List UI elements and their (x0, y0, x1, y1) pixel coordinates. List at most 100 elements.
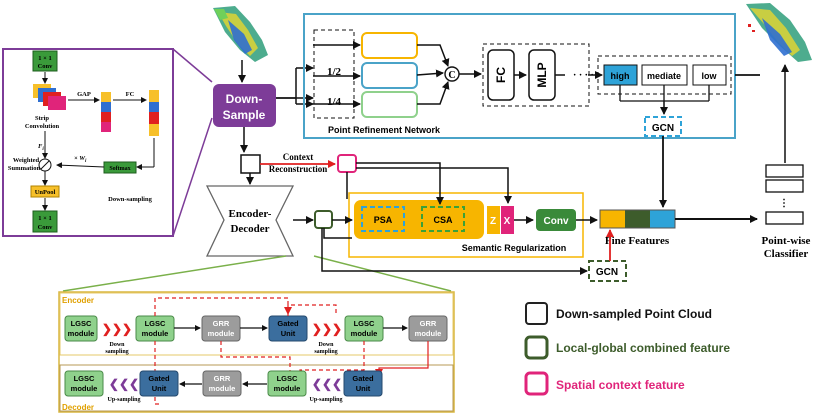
strip-conv-sub: Convolution (25, 123, 60, 130)
context-label: Context (283, 152, 314, 162)
conv-top-sub: Conv (38, 63, 54, 70)
encoder-decoder-shape (205, 185, 295, 257)
svg-text:LGSC: LGSC (74, 374, 95, 383)
concat-label: C (448, 70, 455, 81)
conv-bottom-sub: Conv (38, 224, 54, 231)
unpool-box (30, 185, 60, 198)
svg-text:LGSC: LGSC (145, 319, 166, 328)
svg-text:LGSC: LGSC (354, 319, 375, 328)
fine-feature-seg-1 (600, 210, 625, 228)
context-sub: Reconstruction (269, 164, 328, 174)
low-label: low (702, 71, 718, 81)
gcn-bottom-label: GCN (596, 267, 618, 278)
mediate-label: mediate (647, 71, 681, 81)
fine-feature-seg-2 (625, 210, 650, 228)
semantic-title: Semantic Regularization (462, 243, 567, 253)
dec-gated-2: Gated Unit (139, 370, 179, 397)
legend: Down-sampled Point Cloud Local-global co… (524, 302, 730, 396)
dec-gated-1: Gated Unit (343, 370, 383, 397)
enc-down-arrows-2: ❯❯❯ (312, 322, 342, 337)
svg-text:LGSC: LGSC (71, 319, 92, 328)
psa-box (361, 206, 405, 232)
enc-lgsc-2: LGSC module (135, 315, 175, 342)
svg-text:⋮: ⋮ (779, 198, 789, 209)
output-point-cloud-image (746, 3, 812, 62)
down-sampled-point-box (240, 154, 261, 174)
svg-text:GRR: GRR (214, 374, 231, 383)
dec-grr-3: GRR module (202, 370, 242, 397)
encoder-decoder-sub: Decoder (230, 223, 269, 235)
enc-lgsc-1: LGSC module (64, 315, 98, 342)
input-point-cloud-image (213, 6, 268, 62)
x-box (501, 206, 514, 234)
enc-down-sub-2: sampling (314, 349, 337, 355)
branch-quarter (361, 91, 418, 118)
svg-text:module: module (68, 329, 95, 338)
fc-label-left: FC (126, 91, 135, 98)
softmax-label: Softmax (109, 166, 130, 172)
down-sample-sub: Sample (223, 108, 266, 122)
prn-mlp-label: MLP (535, 62, 549, 87)
z-box (487, 206, 500, 234)
enc-down-label-2: Down (318, 342, 334, 348)
enc-grr-2: GRR module (408, 315, 448, 342)
z-label: Z (490, 216, 496, 227)
svg-text:module: module (209, 384, 236, 393)
legend-swatch-2 (524, 371, 549, 396)
weighted-sum-label: Weighted (13, 157, 40, 164)
svg-text:Gated: Gated (148, 374, 170, 383)
encoder-decoder-label: Encoder- (229, 208, 272, 220)
spatial-context-box (337, 154, 357, 173)
weight-label: × Wi (74, 155, 87, 164)
enc-grr-1: GRR module (201, 315, 241, 342)
conv-bottom-label: 1 × 1 (38, 215, 51, 222)
svg-text:module: module (208, 329, 235, 338)
svg-text:GRR: GRR (420, 319, 437, 328)
legend-label-2: Spatial context feature (556, 378, 685, 392)
dec-up-arrows-1: ❮❮❮ (109, 377, 139, 392)
enc-down-label-1: Down (109, 342, 125, 348)
strip-conv-label: Strip (35, 115, 49, 122)
quarter-scale-label: 1/4 (327, 96, 342, 108)
fine-features-label: Fine Features (605, 235, 670, 247)
enc-gated-1: Gated Unit (268, 315, 308, 342)
svg-text:module: module (142, 329, 169, 338)
prn-title: Point Refinement Network (328, 125, 441, 135)
svg-text:Gated: Gated (352, 374, 374, 383)
svg-text:module: module (351, 329, 378, 338)
conv-top-label: 1 × 1 (38, 55, 51, 62)
gcn-top-label: GCN (652, 123, 674, 134)
softmax-box (103, 161, 137, 174)
svg-text:Unit: Unit (281, 329, 296, 338)
dec-lgsc-3: LGSC module (64, 370, 104, 397)
down-sampling-caption: Down-sampling (108, 196, 152, 203)
csa-box (421, 206, 465, 232)
conv-bottom-box (32, 210, 58, 233)
high-label: high (611, 71, 630, 81)
svg-text:module: module (274, 384, 301, 393)
classifier-label: Point-wise (762, 235, 811, 247)
local-global-box (314, 210, 333, 229)
svg-text:Unit: Unit (356, 384, 371, 393)
decoder-label: Decoder (62, 403, 94, 412)
prn-fc-label: FC (494, 67, 508, 83)
legend-label-1: Local-global combined feature (556, 341, 730, 355)
dec-up-label-1: Up-sampling (107, 397, 140, 403)
attention-block (354, 200, 484, 239)
semantic-regularization: PSA CSA Z X Conv Semantic Regularization (348, 192, 584, 258)
csa-label: CSA (433, 215, 453, 225)
unpool-label: UnPool (35, 189, 56, 196)
svg-text:module: module (415, 329, 442, 338)
prn-dots: · · · · (573, 70, 594, 81)
svg-text:Gated: Gated (277, 319, 299, 328)
half-scale-label: 1/2 (327, 66, 342, 78)
svg-text:GRR: GRR (213, 319, 230, 328)
down-sample-label: Down- (226, 92, 263, 106)
dec-lgsc-4: LGSC module (267, 370, 307, 397)
enc-lgsc-3: LGSC module (344, 315, 384, 342)
legend-swatch-0 (525, 302, 548, 325)
x-label: X (504, 216, 511, 227)
conv-box (536, 209, 576, 231)
branch-half (361, 62, 418, 89)
